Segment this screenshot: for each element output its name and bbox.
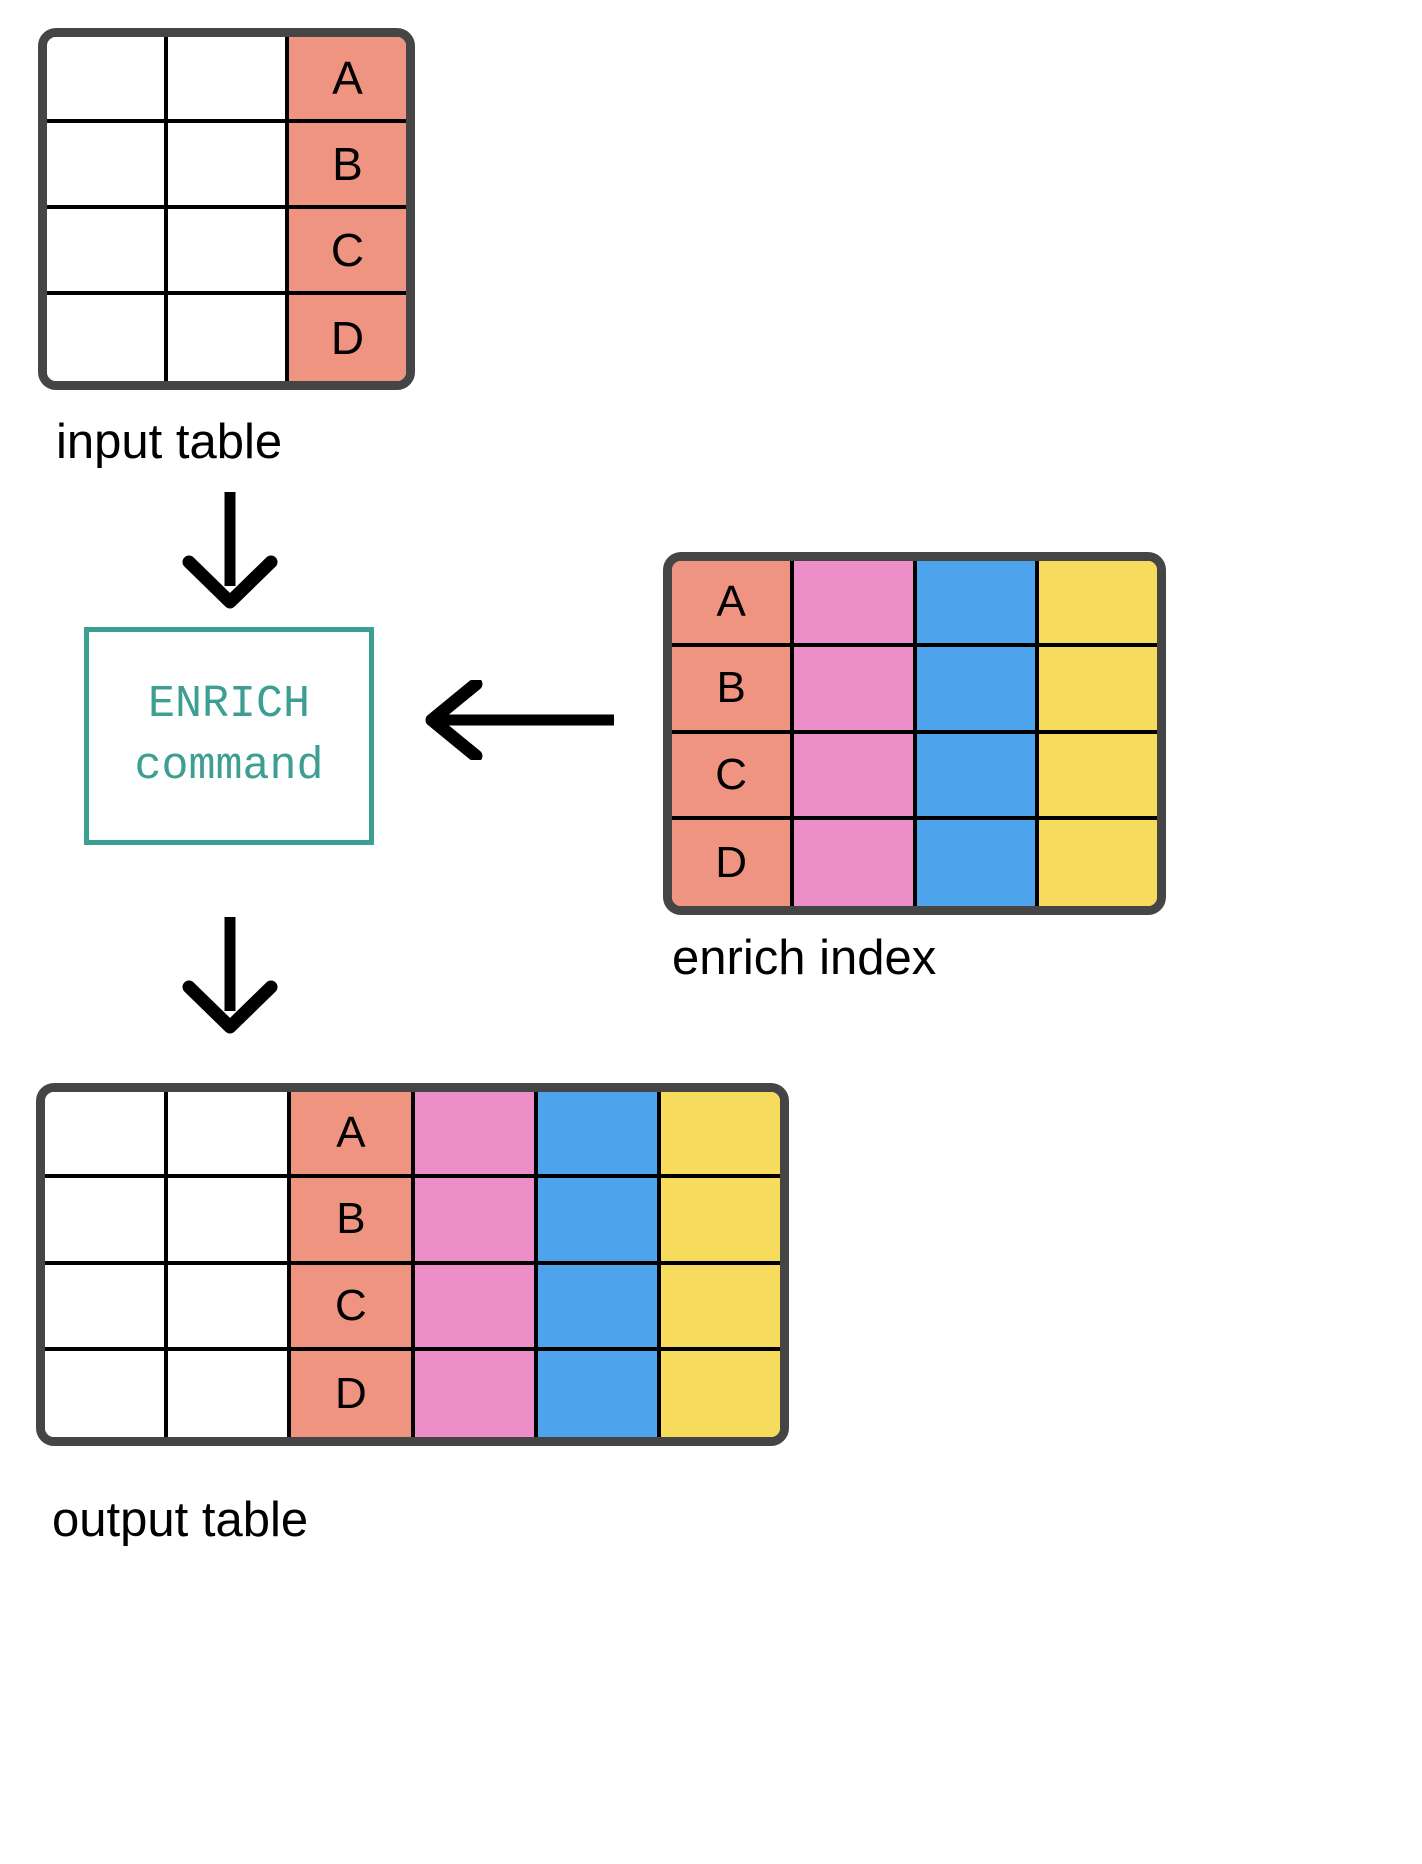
input-table-cell	[47, 295, 168, 381]
output-table-cell	[168, 1178, 292, 1265]
enrich-index-cell	[794, 733, 917, 820]
input-table-row: D	[47, 295, 406, 381]
enrich-command-line-2: command	[134, 741, 324, 792]
input-table-cell	[47, 123, 168, 209]
input-table-cell: C	[289, 209, 406, 295]
enrich-index-cell	[916, 647, 1039, 734]
output-table-row: D	[45, 1350, 780, 1437]
enrich-index-row: B	[672, 647, 1157, 734]
output-table-cell	[414, 1092, 538, 1179]
enrich-index-cell	[794, 647, 917, 734]
output-table-cell	[168, 1092, 292, 1179]
enrich-index-cell: A	[672, 561, 795, 648]
enrich-index-caption: enrich index	[672, 931, 937, 985]
input-table-cell	[47, 209, 168, 295]
input-table-row: B	[47, 123, 406, 209]
enrich-index-row: A	[672, 561, 1157, 648]
output-table-row: C	[45, 1264, 780, 1351]
input-table-cell	[168, 37, 289, 123]
output-table-cell	[660, 1092, 780, 1179]
input-table-cell	[168, 295, 289, 381]
output-table-cell: D	[291, 1350, 415, 1437]
enrich-index-cell	[916, 733, 1039, 820]
enrich-index-cell: D	[672, 819, 795, 906]
output-table-row: B	[45, 1178, 780, 1265]
enrich-command-box[interactable]: ENRICH command	[84, 627, 374, 845]
input-table-cell: D	[289, 295, 406, 381]
output-table-cell	[660, 1350, 780, 1437]
output-table-cell: A	[291, 1092, 415, 1179]
enrich-index-cell	[1038, 819, 1157, 906]
output-table-cell	[537, 1264, 661, 1351]
arrow-index-to-command	[425, 680, 614, 760]
input-table-cell	[47, 37, 168, 123]
output-table-row: A	[45, 1092, 780, 1179]
enrich-index-cell	[1038, 647, 1157, 734]
enrich-index-cell	[794, 819, 917, 906]
enrich-index-cell	[916, 561, 1039, 648]
output-table-cell	[414, 1264, 538, 1351]
input-table-row: C	[47, 209, 406, 295]
input-table-cell: A	[289, 37, 406, 123]
enrich-index-row: C	[672, 733, 1157, 820]
output-table-cell	[537, 1092, 661, 1179]
input-table-cell	[168, 123, 289, 209]
output-table-cell	[660, 1264, 780, 1351]
arrow-command-to-output	[182, 917, 278, 1034]
output-table-cell	[537, 1350, 661, 1437]
output-table-cell	[45, 1350, 169, 1437]
output-table-cell	[414, 1350, 538, 1437]
output-table-cell	[660, 1178, 780, 1265]
output-table-cell	[45, 1178, 169, 1265]
enrich-index-cell: B	[672, 647, 795, 734]
output-table-cell: B	[291, 1178, 415, 1265]
output-table-caption: output table	[52, 1493, 309, 1547]
input-table-cell: B	[289, 123, 406, 209]
enrich-index-cell	[794, 561, 917, 648]
enrich-index-cell	[1038, 733, 1157, 820]
enrich-index-cell	[916, 819, 1039, 906]
input-table-cell	[168, 209, 289, 295]
output-table-cell	[45, 1264, 169, 1351]
enrich-index-cell: C	[672, 733, 795, 820]
enrich-command-line-1: ENRICH	[147, 678, 311, 730]
input-table-row: A	[47, 37, 406, 123]
arrow-input-to-command	[182, 492, 278, 609]
output-table-cell	[168, 1350, 292, 1437]
output-table-cell	[414, 1178, 538, 1265]
output-table-cell	[537, 1178, 661, 1265]
input-table-caption: input table	[56, 415, 283, 469]
output-table-cell: C	[291, 1264, 415, 1351]
output-table-cell	[168, 1264, 292, 1351]
enrich-index-row: D	[672, 819, 1157, 906]
output-table-cell	[45, 1092, 169, 1179]
enrich-index-cell	[1038, 561, 1157, 648]
